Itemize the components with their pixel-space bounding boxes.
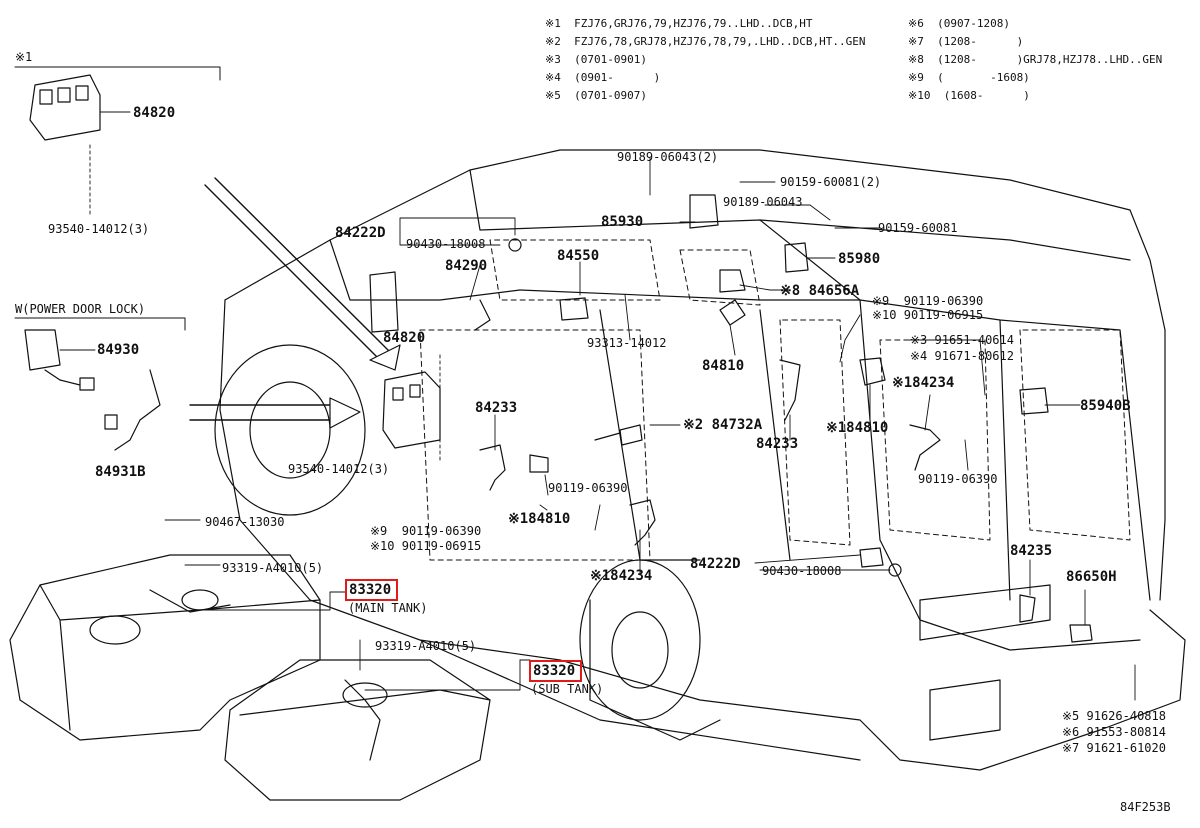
note-4: ※4 (0901- ) xyxy=(545,71,660,85)
note-1: ※1 FZJ76,GRJ76,79,HZJ76,79..LHD..DCB,HT xyxy=(545,17,813,31)
note-mark: ※3 xyxy=(545,53,561,66)
note-text: (0701-0901) xyxy=(574,53,647,66)
part-90119-note9-b[interactable]: ※9 90119-06390 xyxy=(370,524,482,538)
part-84235[interactable]: 84235 xyxy=(1010,543,1053,559)
sub-fuel-tank xyxy=(224,659,491,801)
vehicle-body-outline xyxy=(219,149,1186,771)
main-tank-label: (MAIN TANK) xyxy=(348,601,428,615)
part-93313[interactable]: 93313-14012 xyxy=(587,336,667,350)
part-84930-shape xyxy=(24,329,61,371)
note-7: ※7 (1208- ) xyxy=(908,35,1023,49)
part-93319-a[interactable]: 93319-A4010(5) xyxy=(222,561,324,575)
part-91553[interactable]: ※6 91553-80814 xyxy=(1062,725,1166,739)
part-84820-mid[interactable]: 84820 xyxy=(383,330,426,346)
part-90467[interactable]: 90467-13030 xyxy=(205,515,285,529)
note-mark: ※7 xyxy=(908,35,924,48)
front-wheel xyxy=(214,344,366,516)
part-84233-b[interactable]: 84233 xyxy=(756,436,799,452)
note-8: ※8 (1208- )GRJ78,HZJ78..LHD..GEN xyxy=(908,53,1162,67)
part-90119-note10[interactable]: ※10 90119-06915 xyxy=(872,308,984,322)
note-text: (0901- ) xyxy=(574,71,661,84)
note-mark: ※8 xyxy=(908,53,924,66)
part-85940b[interactable]: 85940B xyxy=(1080,398,1131,414)
part-90119-note9[interactable]: ※9 90119-06390 xyxy=(872,294,984,308)
part-84810-a[interactable]: 84810 xyxy=(702,358,745,374)
note-text: FZJ76,GRJ76,79,HZJ76,79..LHD..DCB,HT xyxy=(574,17,813,30)
part-93319-b[interactable]: 93319-A4010(5) xyxy=(375,639,477,653)
part-84810-c[interactable]: ※184810 xyxy=(508,511,571,527)
note-10: ※10 (1608- ) xyxy=(908,89,1030,103)
note-text: ( -1608) xyxy=(937,71,1030,84)
part-84290[interactable]: 84290 xyxy=(445,258,488,274)
part-90430-bottom[interactable]: 90430-18008 xyxy=(762,564,842,578)
part-93540-mid[interactable]: 93540-14012(3) xyxy=(288,462,390,476)
note-5: ※5 (0701-0907) xyxy=(545,89,647,103)
note-text: (0907-1208) xyxy=(937,17,1010,30)
note-text: (1208- ) xyxy=(937,35,1024,48)
part-83320-main: 83320 xyxy=(349,582,392,598)
note-mark: ※4 xyxy=(545,71,561,84)
part-90119-note10-b[interactable]: ※10 90119-06915 xyxy=(370,539,482,553)
part-84222d-top[interactable]: 84222D xyxy=(335,225,386,241)
part-85930[interactable]: 85930 xyxy=(601,214,644,230)
part-85980[interactable]: 85980 xyxy=(838,251,881,267)
note-mark: ※1 xyxy=(545,17,561,30)
callout-note-1[interactable]: ※1 xyxy=(15,50,33,64)
switch-84820-top xyxy=(29,74,101,141)
part-84234-a[interactable]: ※184234 xyxy=(892,375,955,391)
part-84222d-bottom[interactable]: 84222D xyxy=(690,556,741,572)
part-91651[interactable]: ※3 91651-40614 xyxy=(910,333,1014,347)
part-90119-d[interactable]: 90119-06390 xyxy=(918,472,998,486)
part-84656a[interactable]: ※8 84656A xyxy=(780,283,860,299)
note-6: ※6 (0907-1208) xyxy=(908,17,1010,31)
note-9: ※9 ( -1608) xyxy=(908,71,1030,85)
part-90430-top[interactable]: 90430-18008 xyxy=(406,237,486,251)
main-fuel-tank xyxy=(9,554,321,741)
part-90159-a[interactable]: 90159-60081(2) xyxy=(780,175,882,189)
part-84234-b[interactable]: ※184234 xyxy=(590,568,653,584)
part-84550[interactable]: 84550 xyxy=(557,248,600,264)
part-83320-sub: 83320 xyxy=(533,663,576,679)
part-84732a[interactable]: ※2 84732A xyxy=(683,417,763,433)
power-door-lock-label: W(POWER DOOR LOCK) xyxy=(15,302,146,316)
switch-84820-mid xyxy=(382,371,441,449)
part-90189-b[interactable]: 90189-06043 xyxy=(723,195,803,209)
note-text: (1608- ) xyxy=(943,89,1030,102)
rear-wheel xyxy=(579,559,721,741)
part-90189-a[interactable]: 90189-06043(2) xyxy=(617,150,719,164)
part-91671[interactable]: ※4 91671-80612 xyxy=(910,349,1014,363)
part-90159-b[interactable]: 90159-60081 xyxy=(878,221,958,235)
note-3: ※3 (0701-0901) xyxy=(545,53,647,67)
part-84810-b[interactable]: ※184810 xyxy=(826,420,889,436)
part-84820-top[interactable]: 84820 xyxy=(133,105,176,121)
diagram-reference-code: 84F253B xyxy=(1120,800,1171,814)
sub-tank-label: (SUB TANK) xyxy=(531,682,604,696)
part-86650h[interactable]: 86650H xyxy=(1066,569,1117,585)
note-mark: ※10 xyxy=(908,89,931,102)
highlighted-part-83320-sub[interactable]: 83320 xyxy=(529,660,582,682)
part-93540-top[interactable]: 93540-14012(3) xyxy=(48,222,150,236)
part-91621[interactable]: ※7 91621-61020 xyxy=(1062,741,1166,755)
part-84930[interactable]: 84930 xyxy=(97,342,140,358)
part-91626[interactable]: ※5 91626-40818 xyxy=(1062,709,1166,723)
note-mark: ※9 xyxy=(908,71,924,84)
note-2: ※2 FZJ76,78,GRJ78,HZJ76,78,79,.LHD..DCB,… xyxy=(545,35,866,49)
note-mark: ※5 xyxy=(545,89,561,102)
part-90119-c[interactable]: 90119-06390 xyxy=(548,481,628,495)
part-84931b[interactable]: 84931B xyxy=(95,464,146,480)
part-84233-a[interactable]: 84233 xyxy=(475,400,518,416)
note-text: (0701-0907) xyxy=(574,89,647,102)
highlighted-part-83320-main[interactable]: 83320 xyxy=(345,579,398,601)
note-mark: ※2 xyxy=(545,35,561,48)
note-mark: ※6 xyxy=(908,17,924,30)
note-text: (1208- )GRJ78,HZJ78..LHD..GEN xyxy=(937,53,1163,66)
note-text: FZJ76,78,GRJ78,HZJ76,78,79,.LHD..DCB,HT.… xyxy=(574,35,866,48)
